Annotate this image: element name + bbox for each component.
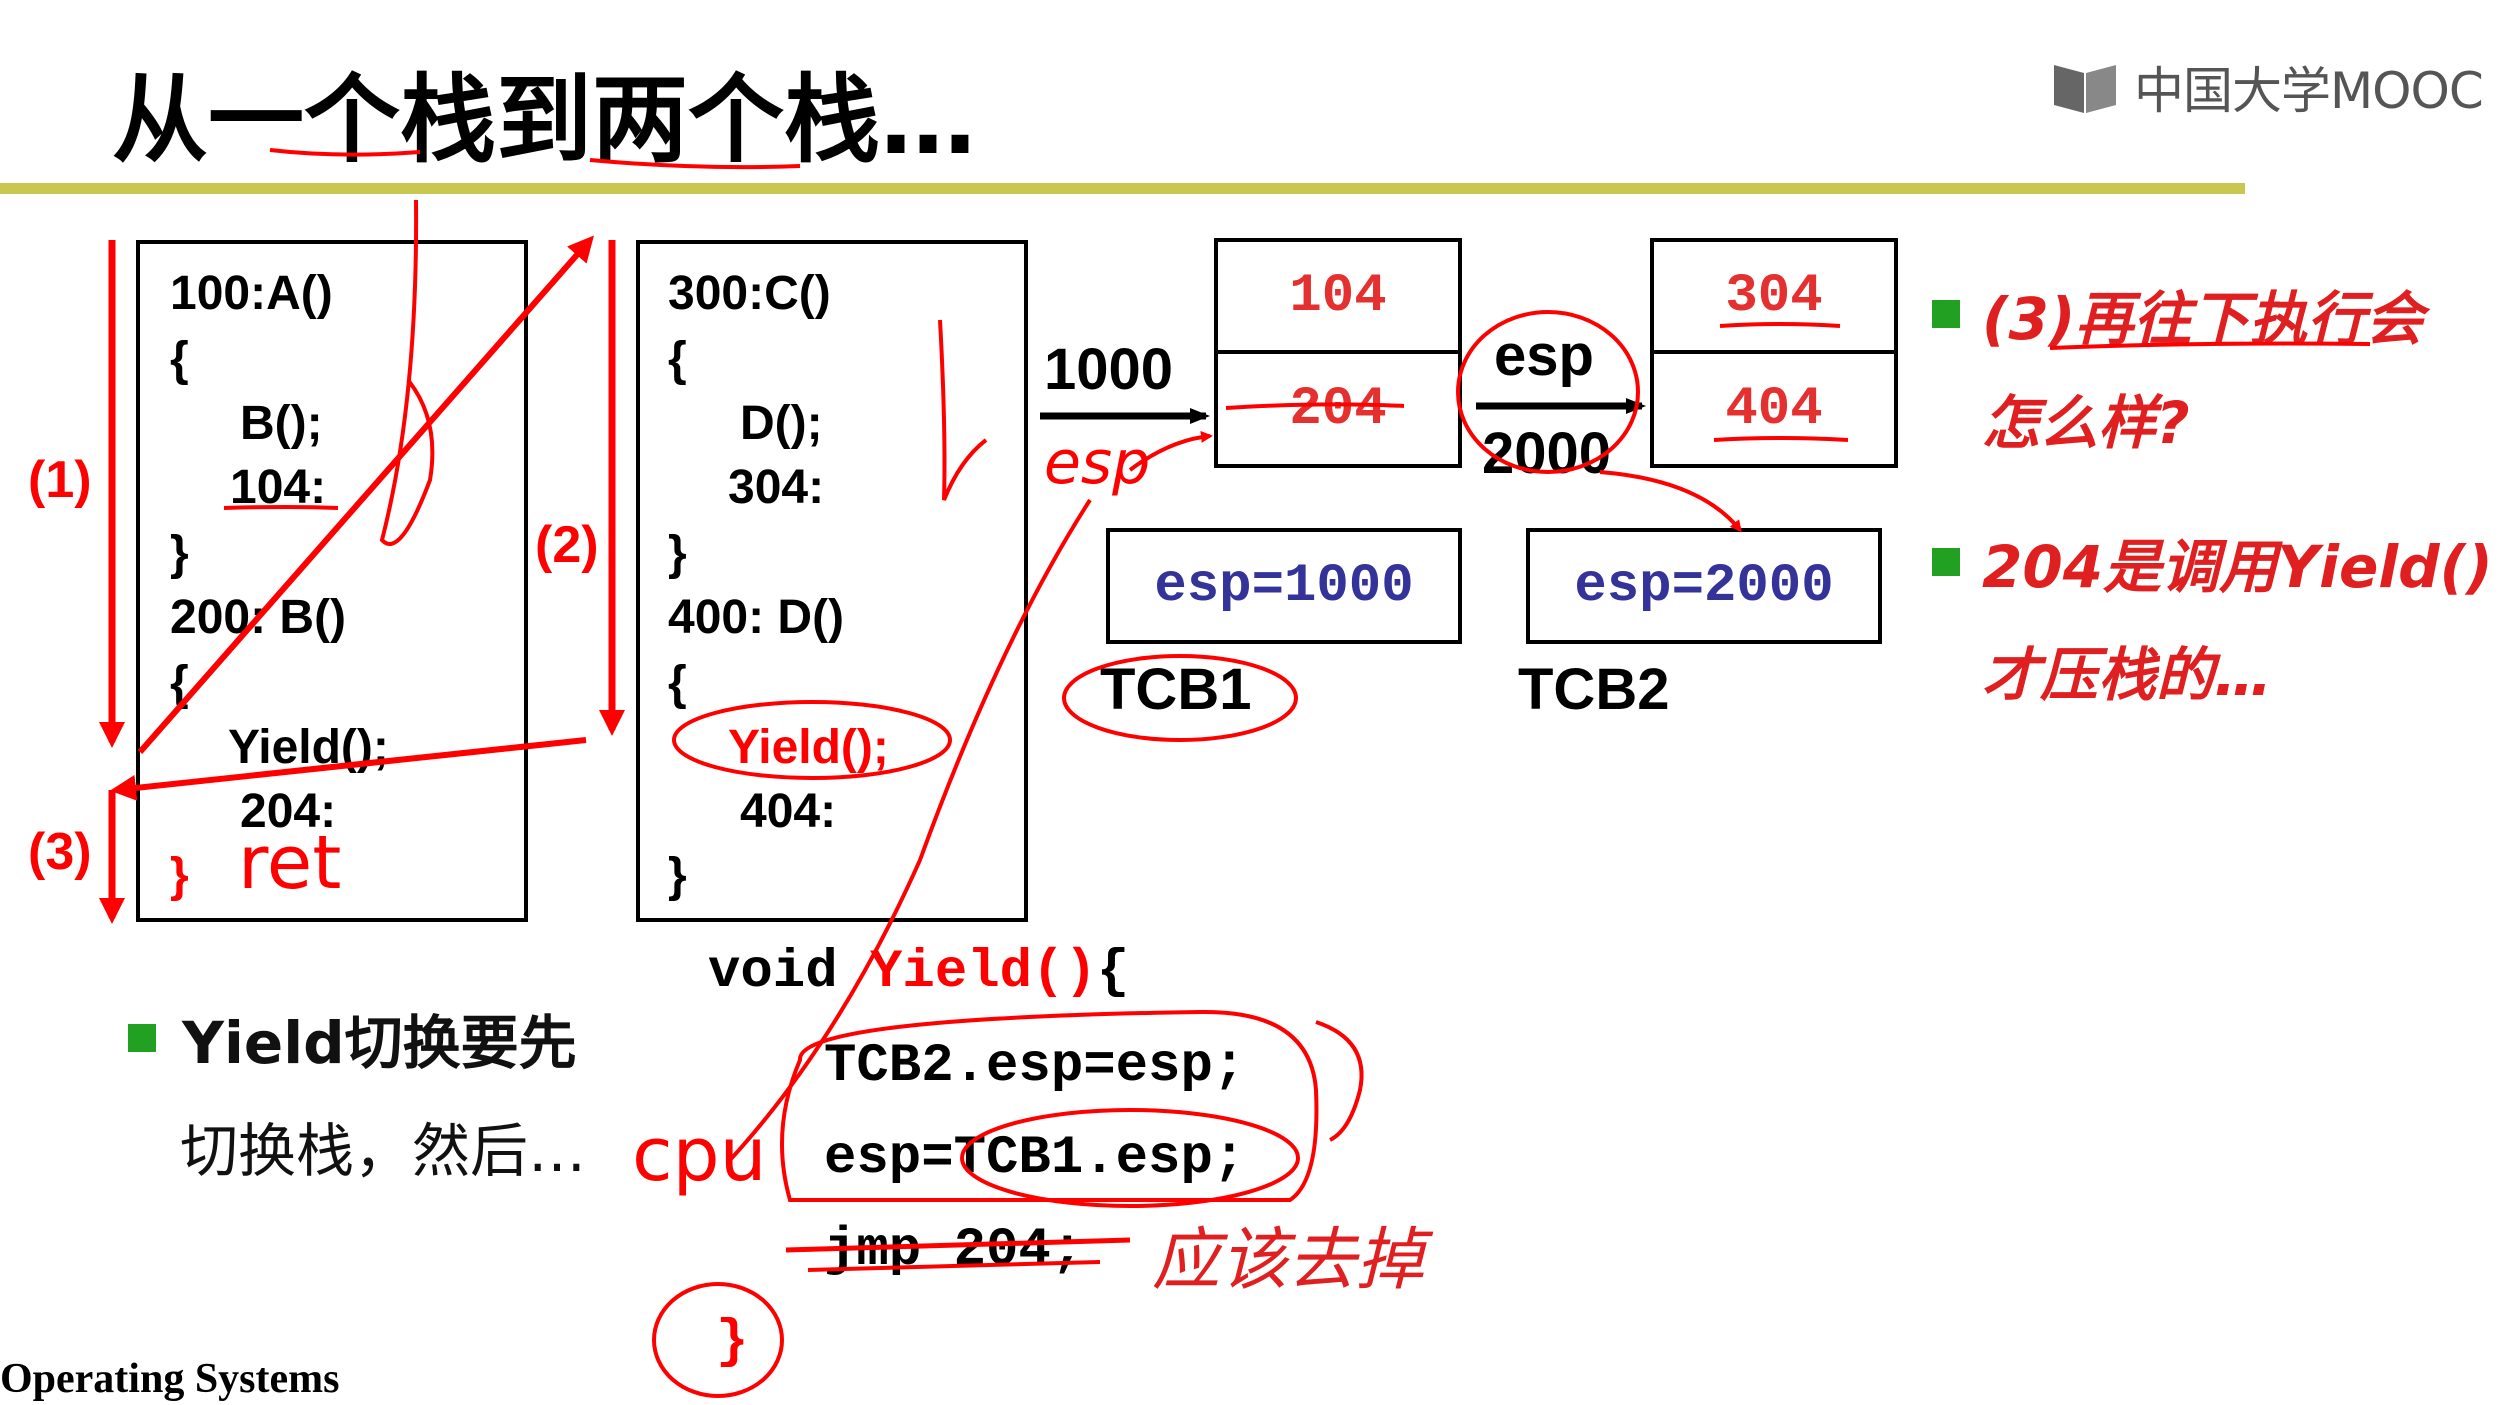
tcb2-box: esp=2000 [1526, 528, 1882, 644]
code-line: { [668, 657, 687, 710]
middle-code-box: 300:C() { D(); 304: } 400: D() { Yield()… [636, 240, 1028, 922]
note-2-line-1: 204是调用Yield() [1982, 533, 2493, 601]
code-line: 100:A() [170, 267, 333, 320]
note-1-line-2: 怎么样? [1982, 389, 2190, 457]
page-title: 从一个栈到两个栈… [112, 64, 976, 176]
note-2-line-2: 才压栈的… [1982, 641, 2273, 709]
code-line: Yield(); [228, 721, 389, 774]
mooc-logo: 中国大学MOOC [2050, 52, 2484, 122]
code-line: { [668, 333, 687, 386]
yield-signature: void Yield(){ [708, 942, 1129, 1003]
stack2-esp-label: esp [1494, 323, 1594, 388]
note-bullet-1: (3)再往下执行会 [1932, 272, 2423, 356]
code-line: 304: [728, 461, 825, 514]
bullet-square-icon [1932, 548, 1960, 576]
code-line: } [668, 527, 687, 580]
code-line: B(); [240, 397, 323, 450]
title-divider [0, 183, 2245, 194]
bullet-square-icon [1932, 300, 1960, 328]
step-3-label: (3) [28, 823, 92, 881]
code-line: 404: [740, 785, 837, 838]
yield-line-1: TCB2.esp=esp; [824, 1036, 1246, 1097]
stack2-cell-top: 304 [1654, 242, 1894, 354]
tcb1-label: TCB1 [1100, 657, 1252, 722]
code-line: } [170, 849, 189, 902]
code-line: 400: D() [668, 591, 845, 644]
yield-bullet: Yield切换要先 [128, 996, 577, 1080]
esp-note: esp [1044, 428, 1151, 498]
step-1-label: (1) [28, 451, 92, 509]
ret-note: ret [238, 820, 342, 906]
remove-note: 应该去掉 [1152, 1221, 1425, 1300]
code-line: 200: B() [170, 591, 347, 644]
code-line: 204: [240, 785, 337, 838]
yield-brace: { [1096, 942, 1130, 1003]
note-1-line-1: (3)再往下执行会 [1982, 285, 2424, 353]
flow-stack-link [1599, 470, 1742, 533]
code-line: { [170, 333, 189, 386]
yield-bullet-line-1: Yield切换要先 [182, 1009, 577, 1077]
code-line: D(); [740, 397, 823, 450]
bullet-square-icon [128, 1024, 156, 1052]
yield-close: } [716, 1312, 749, 1373]
code-line: } [668, 849, 687, 902]
code-line: 300:C() [668, 267, 831, 320]
yield-keyword: void [708, 942, 871, 1003]
code-line: { [170, 657, 189, 710]
step-2-label: (2) [535, 516, 599, 574]
bracket-right [1315, 1020, 1364, 1142]
cpu-note: cpu [632, 1112, 767, 1198]
yield-line-3: jmp 204; [824, 1220, 1084, 1281]
note-bullet-2: 204是调用Yield() [1932, 520, 2493, 604]
code-line: Yield(); [728, 721, 889, 774]
tcb2-label: TCB2 [1518, 657, 1670, 722]
book-icon [2054, 65, 2116, 113]
yield-bullet-line-2: 切换栈，然后… [180, 1117, 587, 1185]
stack1-box: 104 204 [1214, 238, 1462, 468]
logo-text: 中国大学MOOC [2134, 62, 2484, 120]
tcb1-box: esp=1000 [1106, 528, 1462, 644]
yield-line-2: esp=TCB1.esp; [824, 1128, 1246, 1189]
stack2-cell-bottom: 404 [1725, 378, 1823, 440]
stack1-cell-top: 104 [1218, 242, 1458, 354]
stack1-cell-bottom: 204 [1289, 378, 1387, 440]
footer-text: Operating Systems [0, 1356, 340, 1402]
stack2-address: 2000 [1482, 421, 1612, 486]
stack2-box: 304 404 [1650, 238, 1898, 468]
code-line: } [170, 527, 189, 580]
yield-name: Yield() [870, 942, 1097, 1003]
code-line: 104: [230, 461, 327, 514]
stack1-address: 1000 [1044, 337, 1174, 402]
